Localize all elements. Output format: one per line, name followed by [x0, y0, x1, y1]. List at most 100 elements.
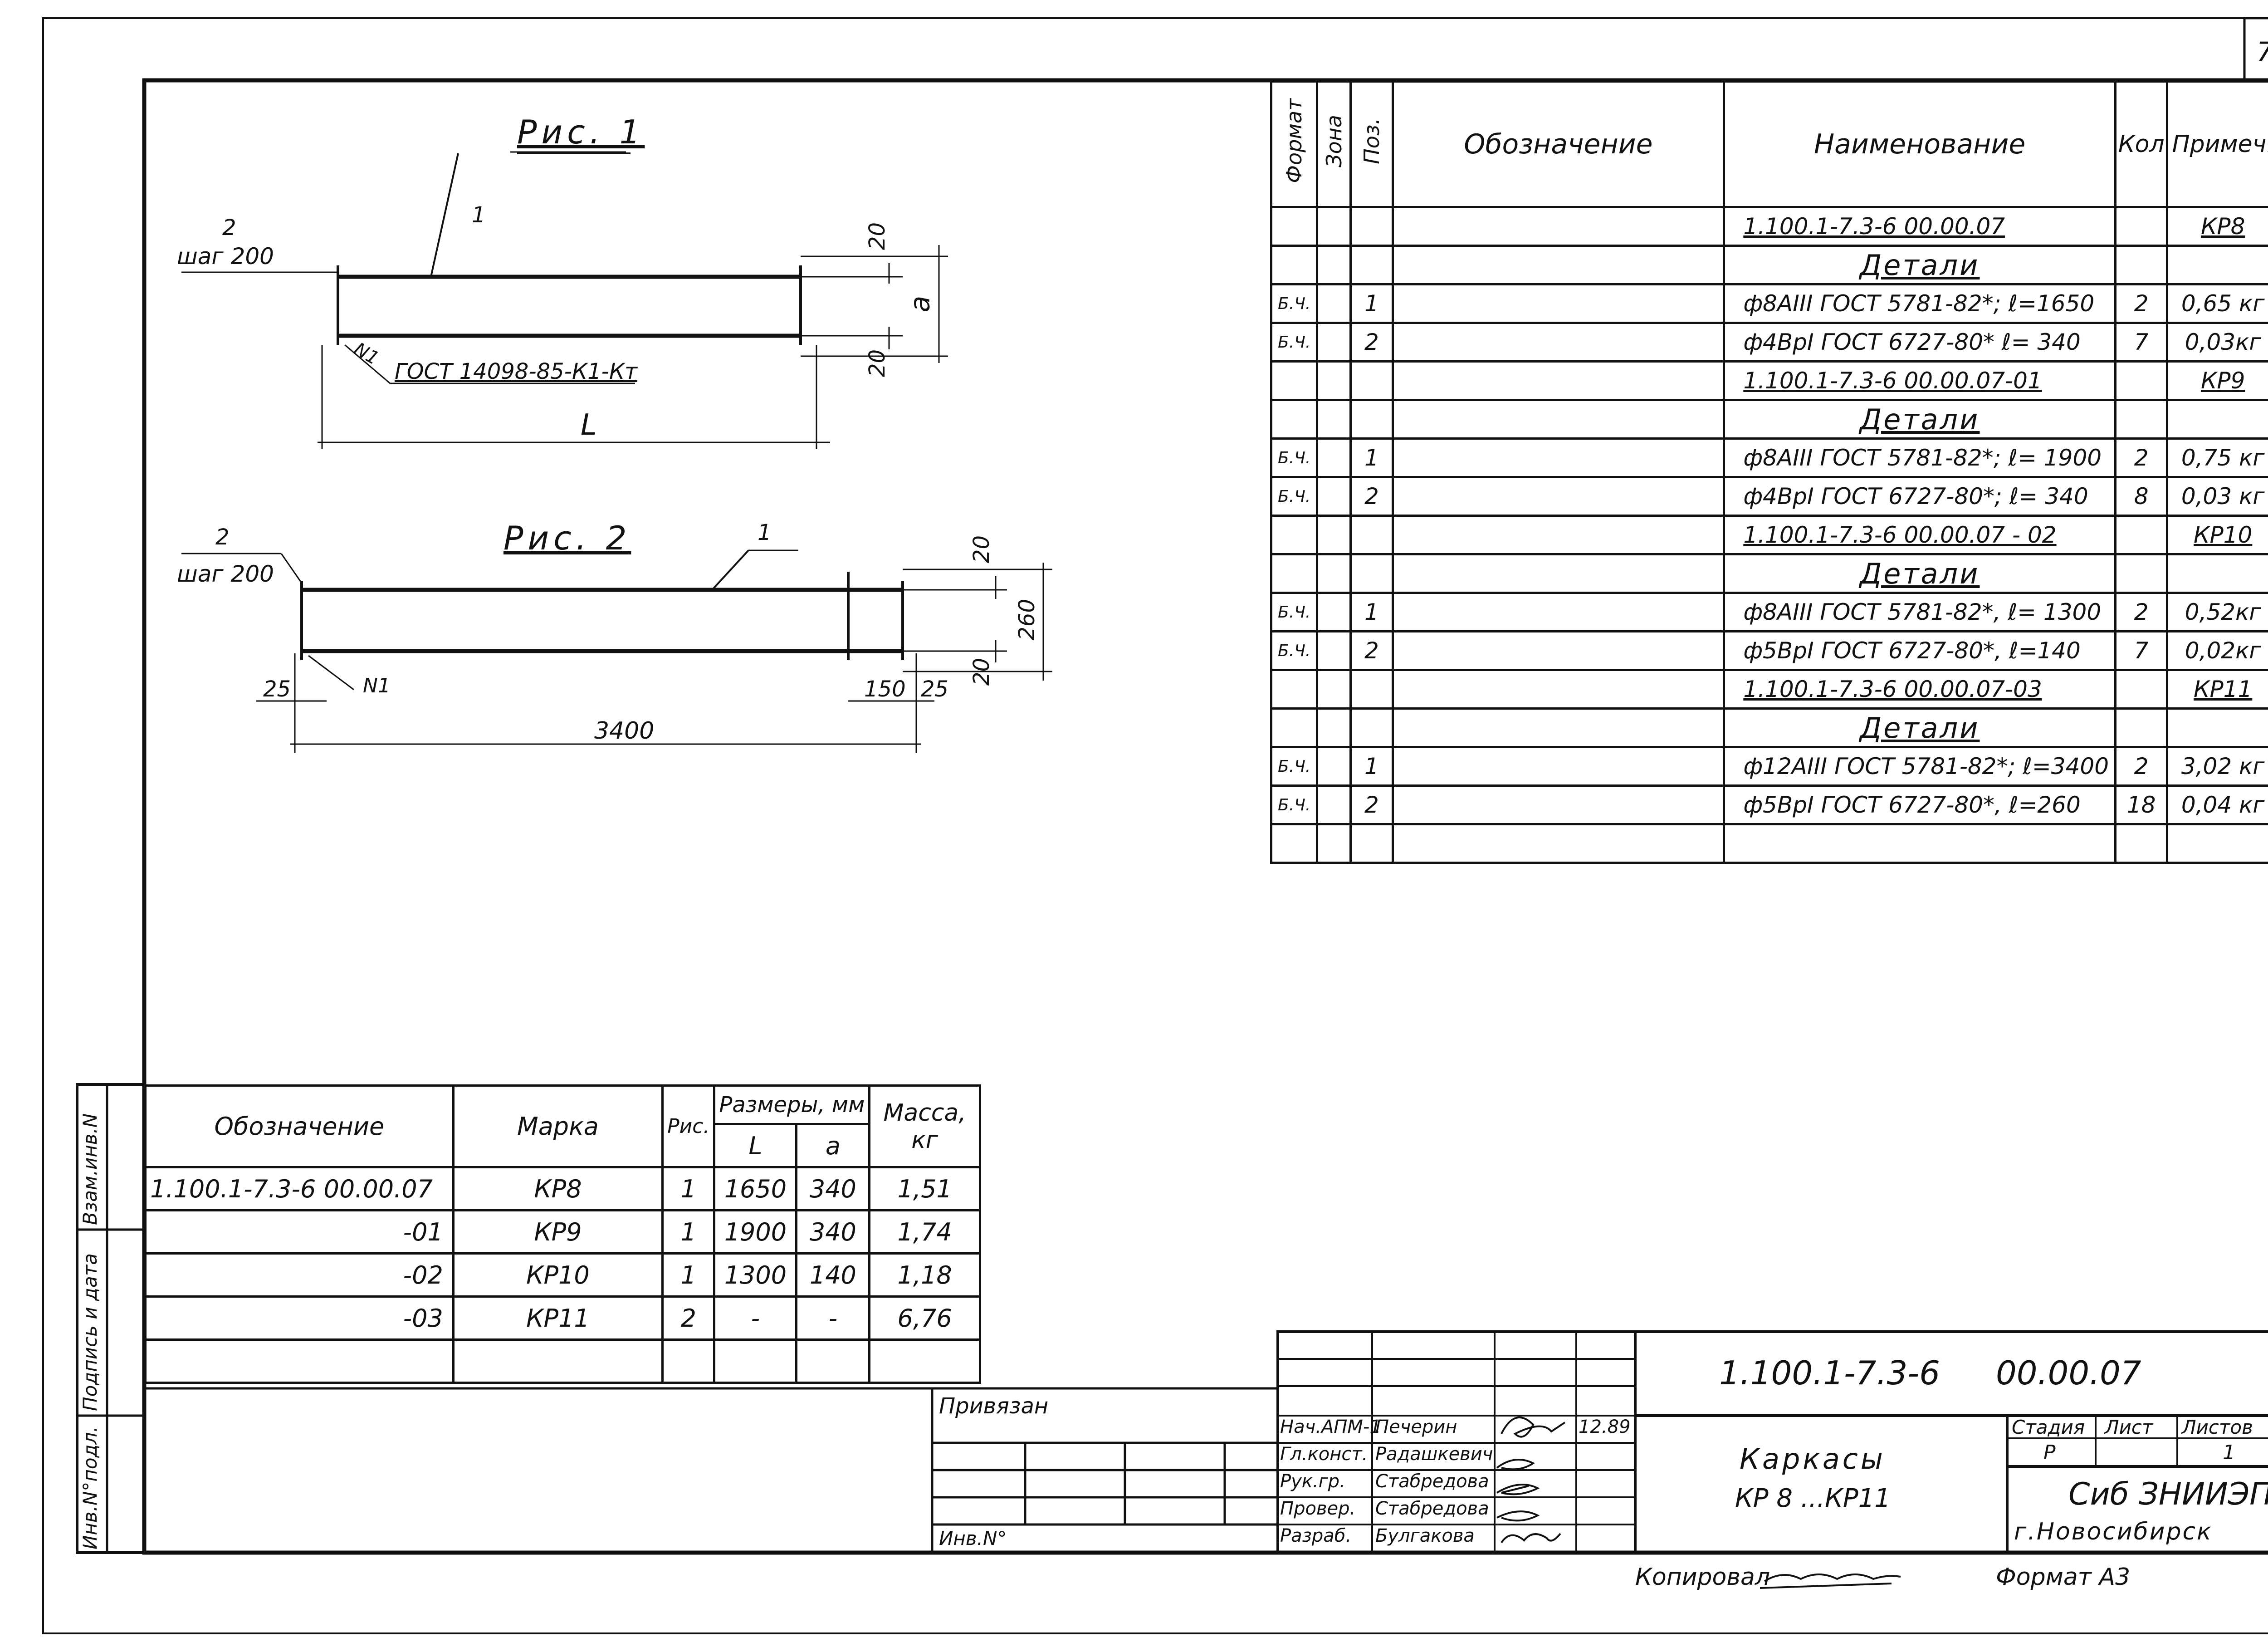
tb-name: Стабредова [1375, 1471, 1489, 1492]
spec-cell-format: Б.Ч. [1270, 784, 1319, 825]
spec-cell-name: ф5ВрI ГОСТ 6727-80*, ℓ=140 [1723, 630, 2117, 671]
spec-cell-designation [1391, 746, 1725, 787]
spec-cell-note: 0,02кг [2166, 630, 2268, 671]
summary-cell-a [795, 1338, 871, 1384]
spec-cell-qty: 18 [2114, 784, 2169, 825]
summary-cell-mark [452, 1338, 664, 1384]
spec-cell-note: 0,03кг [2166, 322, 2268, 363]
spec-cell-qty [2114, 399, 2169, 440]
spec-cell-name: Детали [1723, 707, 2117, 748]
tb-name: Стабредова [1375, 1498, 1489, 1519]
spec-cell-name: ф8АIII ГОСТ 5781-82*; ℓ=1650 [1723, 283, 2117, 324]
spec-cell-note: 0,04 кг [2166, 784, 2268, 825]
summary-table: Обозначение Марка Рис. Размеры, мм Масса… [144, 1084, 981, 1384]
spec-cell-pos: 2 [1349, 476, 1394, 517]
spec-cell-qty: 2 [2114, 283, 2169, 324]
summary-cell-designation [144, 1338, 455, 1384]
spec-cell-format [1270, 245, 1319, 285]
stage-label: Стадия [2012, 1416, 2085, 1438]
spec-cell-zone [1316, 669, 1352, 710]
spec-cell-qty [2114, 823, 2169, 864]
outer-frame [42, 17, 2268, 1634]
summary-cell-fig: 1 [661, 1166, 716, 1211]
spec-cell-note: 3,02 кг [2166, 746, 2268, 787]
spec-header-row: Формат Зона Поз. Обозначение Наименовани… [1270, 80, 2268, 208]
fig1-dim-a: a [904, 295, 936, 313]
summary-header-L: L [713, 1123, 798, 1168]
spec-cell-note [2166, 707, 2268, 748]
spec-cell-format: Б.Ч. [1270, 592, 1319, 632]
spec-cell-qty [2114, 245, 2169, 285]
spec-cell-designation [1391, 283, 1725, 324]
spec-cell-zone [1316, 322, 1352, 363]
summary-cell-L: 1300 [713, 1252, 798, 1298]
spec-cell-format [1270, 515, 1319, 555]
copied-signature [1760, 1574, 1901, 1589]
spec-cell-note [2166, 399, 2268, 440]
spec-cell-pos: 2 [1349, 630, 1394, 671]
spec-cell-name: ф8АIII ГОСТ 5781-82*; ℓ= 1900 [1723, 437, 2117, 478]
sheet-label: Лист [2105, 1416, 2153, 1438]
summary-cell-designation: -01 [144, 1209, 455, 1255]
spec-cell-pos: 2 [1349, 784, 1394, 825]
spec-cell-format: Б.Ч. [1270, 630, 1319, 671]
spec-cell-qty: 7 [2114, 630, 2169, 671]
summary-cell-a: 140 [795, 1252, 871, 1298]
spec-cell-designation [1391, 553, 1725, 594]
fig2-drawing [181, 549, 1052, 753]
fig2-dim-25-right: 25 [921, 676, 949, 702]
title-line-1: Каркасы [1740, 1442, 1886, 1476]
spec-cell-format [1270, 399, 1319, 440]
title-block-frame [1276, 1330, 2268, 1554]
spec-cell-qty: 2 [2114, 592, 2169, 632]
spec-header-note: Примеч. [2166, 80, 2268, 208]
spec-cell-qty [2114, 360, 2169, 401]
summary-header-row-1: Обозначение Марка Рис. Размеры, мм Масса… [144, 1084, 981, 1168]
spec-header-designation: Обозначение [1391, 80, 1725, 208]
spec-cell-format [1270, 707, 1319, 748]
tb-role: Гл.конст. [1280, 1444, 1368, 1465]
summary-cell-mark: КР11 [452, 1295, 664, 1341]
spec-cell-qty [2114, 553, 2169, 594]
signatures [1496, 1417, 1901, 1589]
fig1-dim-20-bottom: 20 [865, 349, 890, 377]
summary-cell-designation: 1.100.1-7.3-6 00.00.07 [144, 1166, 455, 1211]
spec-header-qty: Кол [2114, 80, 2169, 208]
tb-role: Нач.АПМ-1 [1280, 1417, 1381, 1437]
spec-cell-designation [1391, 360, 1725, 401]
spec-cell-designation [1391, 669, 1725, 710]
spec-cell-format: Б.Ч. [1270, 746, 1319, 787]
spec-cell-qty [2114, 515, 2169, 555]
fig2-dim-260: 260 [1014, 599, 1040, 641]
fig1-drawing [181, 151, 948, 449]
spec-cell-zone [1316, 515, 1352, 555]
spec-cell-name: ф5ВрI ГОСТ 6727-80*, ℓ=260 [1723, 784, 2117, 825]
sheets-label: Листов [2182, 1416, 2253, 1438]
spec-cell-zone [1316, 630, 1352, 671]
spec-cell-name: 1.100.1-7.3-6 00.00.07-03 [1723, 669, 2117, 710]
spec-cell-name: Детали [1723, 553, 2117, 594]
spec-cell-note: КР9 [2166, 360, 2268, 401]
summary-header-a: a [795, 1123, 871, 1168]
spec-cell-format: Б.Ч. [1270, 437, 1319, 478]
fig2-dim-20-top: 20 [969, 535, 994, 564]
spec-cell-designation [1391, 437, 1725, 478]
summary-cell-mass: 6,76 [868, 1295, 981, 1341]
fig2-step-label: шаг 200 [177, 561, 274, 587]
tb-name: Булгакова [1375, 1525, 1475, 1546]
spec-cell-designation [1391, 322, 1725, 363]
summary-cell-mark: КР8 [452, 1166, 664, 1211]
fig2-dim-25-left: 25 [263, 676, 291, 702]
spec-cell-name: Детали [1723, 399, 2117, 440]
spec-cell-pos: 1 [1349, 746, 1394, 787]
summary-cell-a: 340 [795, 1166, 871, 1211]
fig1-title: Рис. 1 [517, 113, 645, 151]
spec-cell-qty: 2 [2114, 746, 2169, 787]
spec-cell-designation [1391, 784, 1725, 825]
